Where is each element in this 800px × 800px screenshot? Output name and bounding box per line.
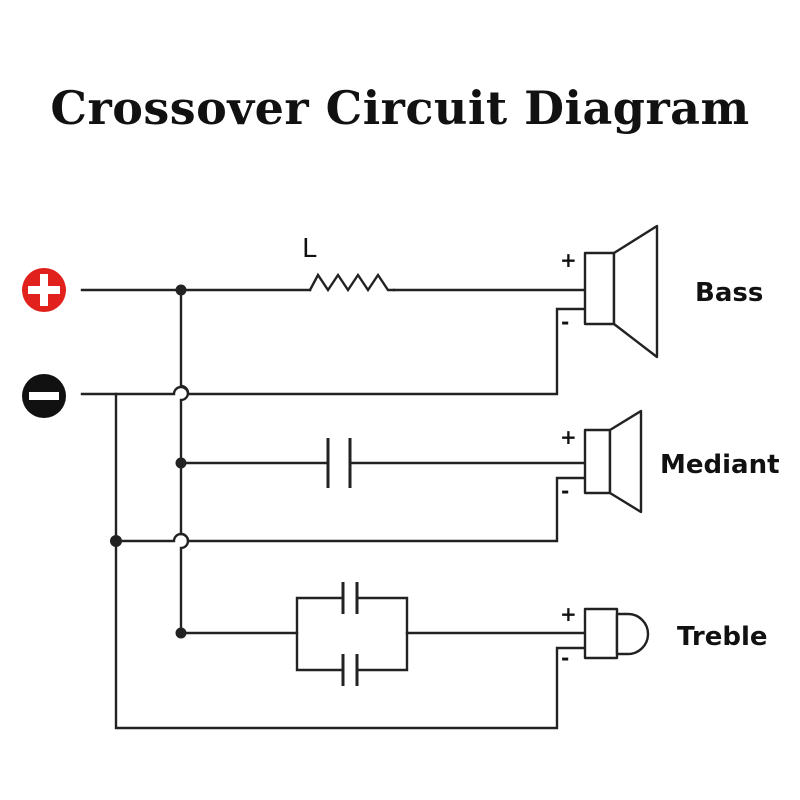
treble-capacitor-top [341, 582, 359, 614]
page-title: Crossover Circuit Diagram [50, 81, 750, 135]
inductor-coil [308, 272, 396, 293]
negative-bus [114, 392, 587, 730]
mediant-negative-wire [114, 476, 587, 543]
bass-plus-label: + [560, 248, 577, 272]
treble-speaker-icon [583, 607, 650, 660]
mediant-capacitor [326, 438, 352, 488]
bass-minus-label: - [561, 310, 569, 334]
inductor-label: L [302, 234, 317, 264]
mediant-plus-label: + [560, 425, 577, 449]
junction-dot [110, 535, 122, 547]
treble-label: Treble [677, 622, 768, 652]
treble-capacitor-bottom [341, 654, 359, 686]
junction-dot [175, 627, 187, 639]
junction-dot [175, 457, 187, 469]
positive-terminal [22, 268, 66, 312]
treble-parallel-network [295, 596, 409, 672]
treble-plus-label: + [560, 602, 577, 626]
junction-dot [175, 284, 187, 296]
bass-speaker-icon [583, 224, 659, 359]
negative-terminal [22, 374, 66, 418]
bass-label: Bass [695, 278, 763, 308]
negative-wire [80, 307, 587, 396]
junction-dots [110, 284, 187, 639]
mediant-speaker-icon [583, 409, 643, 514]
mediant-label: Mediant [660, 450, 780, 480]
mediant-minus-label: - [561, 479, 569, 503]
treble-minus-label: - [561, 646, 569, 670]
